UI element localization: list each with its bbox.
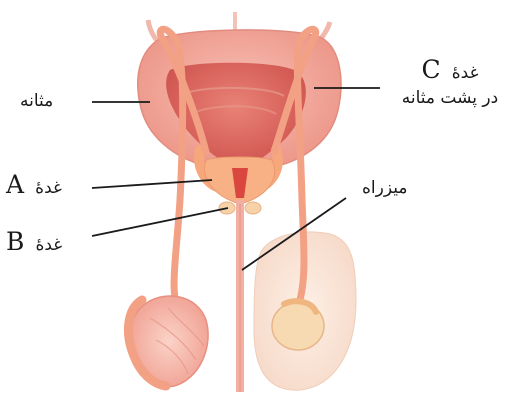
label-bladder: مثانه	[20, 93, 53, 110]
label-bladder-text: مثانه	[20, 91, 53, 111]
urethra-shape	[236, 200, 244, 392]
label-gland-c-letter: C	[422, 55, 441, 84]
label-urethra: میزراه	[362, 180, 407, 197]
label-gland-b-letter: B	[6, 227, 24, 256]
label-gland-a-letter: A	[6, 170, 24, 199]
label-gland-b-word: غدهٔ	[35, 235, 62, 255]
label-gland-a-word: غدهٔ	[35, 178, 62, 198]
label-gland-a: A غدهٔ	[6, 172, 62, 197]
prostate-shape	[204, 157, 274, 204]
label-gland-c: C غدهٔ در پشت مثانه	[384, 56, 516, 107]
label-gland-c-word: غدهٔ	[452, 63, 479, 83]
right-testis-shape	[272, 301, 324, 350]
label-gland-c-desc: در پشت مثانه	[384, 90, 516, 107]
label-gland-b: B غدهٔ	[6, 229, 62, 254]
leader-line-gland-a	[92, 180, 212, 188]
left-testis-shape	[128, 296, 208, 387]
leader-line-gland-b	[92, 208, 228, 236]
label-urethra-text: میزراه	[362, 178, 407, 198]
